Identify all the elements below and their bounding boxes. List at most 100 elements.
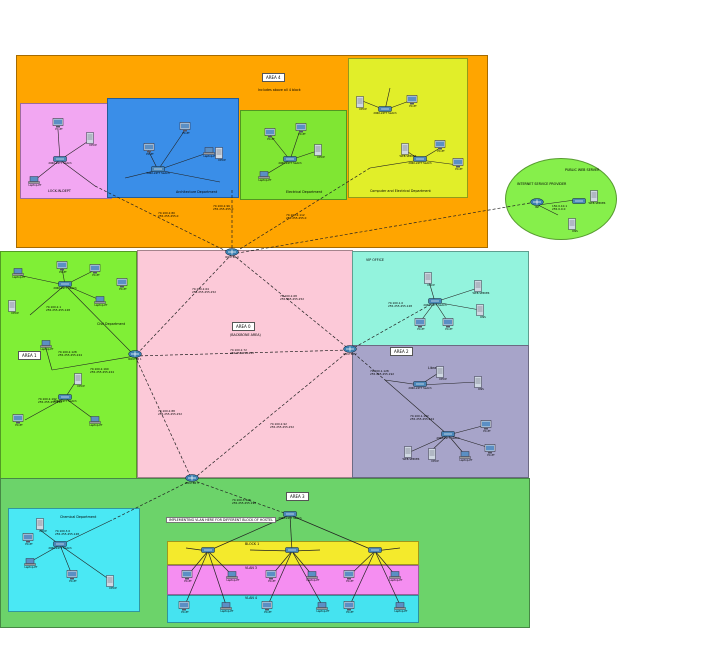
router-2[interactable]: ROUTER 2 bbox=[343, 345, 357, 356]
link-r2-r3 bbox=[191, 349, 351, 481]
switch-isp[interactable] bbox=[572, 198, 586, 204]
pc[interactable]: PC-PT bbox=[52, 118, 66, 131]
server-icon bbox=[474, 280, 482, 292]
router-3[interactable]: ROUTER 3 bbox=[185, 474, 199, 485]
switch-computer-b[interactable]: 2960-24TT Switch bbox=[408, 156, 432, 165]
pc[interactable]: PC-PT bbox=[66, 570, 80, 583]
pc[interactable]: PC-PT bbox=[434, 140, 448, 153]
dhcp-server[interactable]: DHCP bbox=[86, 132, 100, 147]
pc[interactable]: PC-PT bbox=[406, 95, 420, 108]
laptop[interactable]: Laptop-PT bbox=[394, 602, 408, 613]
web-server[interactable]: WEB SERVER bbox=[403, 446, 419, 461]
dhcp-server[interactable]: DHCP bbox=[106, 575, 120, 590]
pc[interactable]: PC-PT bbox=[480, 420, 494, 433]
laptop[interactable]: Laptop-PT bbox=[389, 571, 403, 582]
laptop[interactable]: Laptop-PT bbox=[316, 602, 330, 613]
pc[interactable]: PC-PT bbox=[452, 158, 466, 171]
link-label-isp: 150.0.10.1 255.0.0.0 bbox=[552, 204, 568, 212]
laptop[interactable]: Laptop-PT bbox=[226, 571, 240, 582]
laptop[interactable]: Laptop-PT bbox=[459, 451, 473, 462]
laptop[interactable]: Laptop-PT bbox=[89, 416, 103, 427]
library-label: Library bbox=[428, 366, 440, 370]
laptop[interactable]: Laptop-PT bbox=[40, 340, 54, 351]
pc[interactable]: PC-PT bbox=[295, 123, 309, 136]
dhcp-server[interactable]: DHCP bbox=[215, 147, 229, 162]
dns-server[interactable]: DNS bbox=[568, 218, 582, 233]
router-4[interactable]: ROUTER 4 bbox=[225, 248, 239, 259]
dhcp-server[interactable]: DHCP bbox=[436, 366, 450, 381]
pc[interactable]: PC-PT bbox=[178, 601, 192, 614]
switch-chemical[interactable]: 2960-24TT Switch bbox=[48, 541, 72, 550]
pc[interactable]: PC-PT bbox=[484, 444, 498, 457]
laptop[interactable]: Laptop-PT bbox=[258, 171, 272, 182]
laptop[interactable]: Laptop-PT bbox=[306, 571, 320, 582]
link-r3-area3 bbox=[191, 479, 291, 516]
server-icon bbox=[590, 190, 598, 202]
pc[interactable]: PC-PT bbox=[264, 128, 278, 141]
pc[interactable]: PC-PT bbox=[343, 601, 357, 614]
switch-vlan-1[interactable] bbox=[201, 547, 215, 553]
pc[interactable]: PC-PT bbox=[442, 318, 456, 331]
pc[interactable]: PC-PT bbox=[143, 143, 157, 156]
switch-electrical[interactable]: 2960-24TT Switch bbox=[278, 156, 302, 165]
pc[interactable]: PC-PT bbox=[343, 570, 357, 583]
switch-area1-b[interactable]: 2960-24TT Switch bbox=[53, 394, 77, 403]
pc-icon bbox=[261, 601, 273, 611]
dhcp-server[interactable]: DHCP bbox=[74, 373, 88, 388]
pc[interactable]: PC-PT bbox=[181, 570, 195, 583]
pc[interactable]: PC-PT bbox=[56, 261, 70, 274]
pc-icon bbox=[179, 122, 191, 132]
link-r1-r2 bbox=[134, 349, 351, 357]
switch-library-a[interactable]: 2960-24TT Switch bbox=[408, 381, 432, 390]
pc-icon bbox=[265, 570, 277, 580]
router-icon bbox=[185, 474, 199, 482]
router-1[interactable]: ROUTER 1 bbox=[128, 350, 142, 361]
pc[interactable]: PC-PT bbox=[179, 122, 193, 135]
dns-server[interactable]: DNS bbox=[474, 376, 488, 391]
laptop[interactable]: Laptop-PT bbox=[28, 176, 42, 187]
pc[interactable]: PC-PT bbox=[22, 533, 36, 546]
architecture-department-label: Architecture Department bbox=[176, 190, 218, 194]
switch-architecture[interactable]: 2960-24TT Switch bbox=[146, 166, 170, 175]
switch-vlan-2[interactable] bbox=[285, 547, 299, 553]
dhcp-server[interactable]: DHCP bbox=[428, 448, 442, 463]
switch-area3-core[interactable]: 2960-24TT Switch bbox=[278, 511, 302, 520]
laptop[interactable]: Laptop-PT bbox=[203, 147, 217, 158]
dhcp-server[interactable]: DHCP bbox=[36, 518, 50, 533]
pc[interactable]: PC-PT bbox=[265, 570, 279, 583]
switch-lock-in[interactable]: 2960-24TT Switch bbox=[48, 156, 72, 165]
router-isp[interactable]: ISP bbox=[530, 198, 544, 209]
web-server[interactable]: WEB SERVER bbox=[473, 280, 489, 295]
pc[interactable]: PC-PT bbox=[116, 278, 130, 291]
link-label-area1-a: 70.100.2.1 255.255.255.128 bbox=[46, 305, 71, 313]
switch-vlan-3[interactable] bbox=[368, 547, 382, 553]
switch-library-b[interactable]: 2960-24TT Switch bbox=[436, 431, 460, 440]
link-top-left bbox=[94, 185, 233, 255]
switch-icon bbox=[378, 106, 392, 112]
web-server[interactable]: WEB SERVER bbox=[400, 143, 416, 158]
link-r4-r1 bbox=[134, 253, 233, 357]
switch-vip[interactable]: 2960-24TT Switch bbox=[423, 298, 447, 307]
web-server[interactable]: WEB SERVER bbox=[589, 190, 605, 205]
dhcp-server[interactable]: DHCP bbox=[8, 300, 22, 315]
pc[interactable]: PC-PT bbox=[12, 414, 26, 427]
switch-civil[interactable]: 2960-24TT Switch bbox=[53, 281, 77, 290]
laptop[interactable]: Laptop-PT bbox=[12, 268, 26, 279]
pc[interactable]: PC-PT bbox=[261, 601, 275, 614]
laptop[interactable]: Laptop-PT bbox=[220, 602, 234, 613]
laptop[interactable]: Laptop-PT bbox=[94, 296, 108, 307]
library-region bbox=[352, 345, 529, 478]
pc-icon bbox=[143, 143, 155, 153]
dhcp-server[interactable]: DHCP bbox=[424, 272, 438, 287]
dns-server[interactable]: DNS bbox=[476, 304, 490, 319]
link-r3-chem bbox=[111, 479, 193, 521]
pc[interactable]: PC-PT bbox=[89, 264, 103, 277]
area3-label: AREA 3 bbox=[286, 492, 309, 501]
laptop[interactable]: Laptop-PT bbox=[24, 558, 38, 569]
area4-note: Includes above all 4 block bbox=[258, 88, 301, 92]
dhcp-server[interactable]: DHCP bbox=[314, 144, 328, 159]
pc[interactable]: PC-PT bbox=[414, 318, 428, 331]
switch-computer-a[interactable]: 2960-24TT Switch bbox=[373, 106, 397, 115]
pc-icon bbox=[116, 278, 128, 288]
dhcp-server[interactable]: DHCP bbox=[356, 96, 370, 111]
